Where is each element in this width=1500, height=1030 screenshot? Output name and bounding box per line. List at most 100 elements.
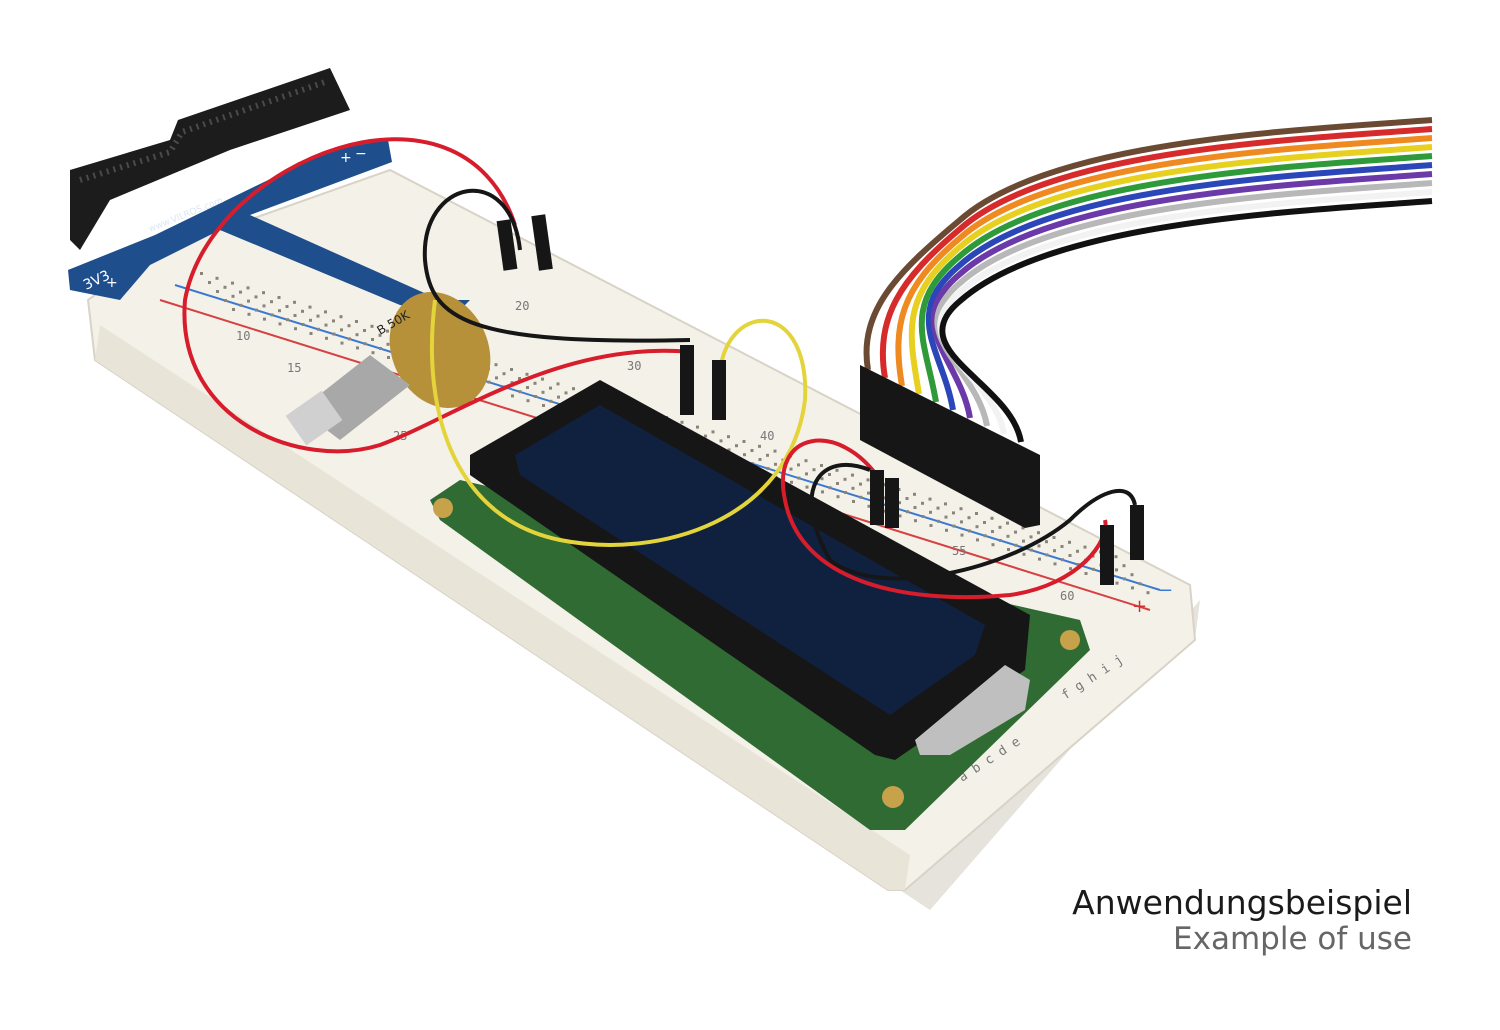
lcd-connector	[915, 665, 1030, 755]
breadboard-hole	[494, 363, 498, 367]
breadboard-hole	[983, 534, 987, 538]
breadboard-hole	[317, 327, 320, 331]
breadboard-hole	[223, 285, 227, 289]
breadboard-hole	[1076, 563, 1080, 566]
breadboard-hole	[1022, 539, 1025, 543]
breadboard-hole	[316, 314, 320, 318]
breadboard-hole	[1123, 577, 1126, 581]
breadboard-hole	[790, 480, 793, 484]
bb-num-15: 15	[287, 361, 301, 375]
breadboard-hole	[905, 497, 909, 500]
breadboard-hole	[944, 515, 948, 519]
breadboard-hole	[696, 425, 699, 429]
breadboard-hole	[216, 290, 219, 293]
breadboard-hole	[270, 313, 274, 317]
breadboard-hole	[363, 329, 366, 332]
breadboard-hole	[1083, 545, 1087, 549]
breadboard-hole	[232, 308, 235, 311]
breadboard-hole	[743, 453, 746, 457]
breadboard-hole	[371, 338, 374, 341]
breadboard-hole	[1068, 554, 1072, 557]
jumper-pin-8	[1130, 505, 1144, 560]
breadboard-hole	[1115, 568, 1118, 572]
breadboard-hole	[812, 468, 816, 472]
breadboard-hole	[1014, 530, 1017, 534]
ribbon-strand	[934, 180, 1433, 427]
bb-num-30: 30	[627, 359, 641, 373]
dupont-connector-block	[860, 365, 1040, 528]
breadboard-hole	[526, 399, 530, 403]
breadboard-hole	[1006, 521, 1009, 525]
breadboard-hole	[906, 510, 909, 514]
breadboard-hole	[371, 351, 375, 355]
breadboard-hole	[914, 519, 917, 523]
breadboard-hole	[1029, 535, 1033, 539]
breadboard-hole	[921, 501, 924, 505]
breadboard-hole	[215, 276, 219, 280]
breadboard-hole	[255, 308, 258, 312]
breadboard-hole	[309, 318, 312, 322]
ribbon-strand	[939, 198, 1433, 443]
breadboard-hole	[1007, 548, 1010, 551]
breadboard-hole	[789, 467, 793, 471]
ribbon-strand	[895, 135, 1433, 387]
breadboard-hole	[859, 482, 862, 486]
breadboard-hole	[1114, 555, 1118, 559]
breadboard-hole	[1045, 553, 1049, 557]
breadboard-hole	[1060, 545, 1064, 548]
breadboard-hole	[370, 324, 374, 328]
breadboard-hole	[835, 468, 839, 472]
breadboard-hole	[224, 299, 227, 302]
breadboard-hole	[867, 491, 870, 495]
breadboard-hole	[828, 473, 831, 476]
wire-black-right	[809, 463, 1137, 581]
breadboard-hole	[929, 524, 933, 527]
breadboard-hole	[557, 395, 560, 399]
breadboard-hole	[495, 376, 498, 380]
breadboard-hole	[549, 386, 552, 390]
breadboard-hole	[309, 332, 313, 335]
wire-red-loop	[182, 137, 691, 454]
breadboard-hole	[952, 511, 955, 515]
breadboard-hole	[533, 381, 537, 385]
breadboard-hole	[1092, 567, 1095, 571]
breadboard-hole	[246, 286, 250, 290]
breadboard-hole	[340, 328, 343, 332]
breadboard-hole	[727, 448, 731, 452]
breadboard-hole	[549, 399, 553, 403]
gpio-header	[70, 68, 350, 250]
breadboard-hole	[936, 506, 940, 510]
breadboard-hole	[928, 497, 932, 501]
breadboard-hole	[308, 305, 312, 309]
caption-german: Anwendungsbeispiel	[1072, 883, 1412, 922]
breadboard-hole	[859, 495, 863, 499]
breadboard-hole	[285, 305, 289, 308]
breadboard-hole	[727, 435, 730, 439]
breadboard-hole	[898, 514, 902, 518]
breadboard-hole	[960, 533, 964, 537]
ribbon-cable	[863, 117, 1433, 443]
breadboard-hole	[325, 336, 328, 340]
breadboard-hole	[945, 528, 948, 532]
breadboard-hole	[1021, 526, 1025, 530]
rail-plus-label: +	[1132, 596, 1147, 617]
breadboard-hole	[541, 377, 544, 381]
breadboard-hole	[983, 521, 986, 524]
breadboard-hole	[867, 504, 871, 508]
breadboard-hole	[564, 391, 568, 395]
jumper-pin-1	[496, 219, 518, 271]
gpio-header-pins	[79, 79, 326, 183]
lcd-mount-hole-2	[882, 786, 904, 808]
wire-yellow-loop	[430, 299, 808, 547]
breadboard-hole	[680, 420, 684, 424]
breadboard-hole	[1076, 549, 1079, 553]
breadboard-hole	[231, 281, 234, 285]
breadboard-hole	[301, 309, 304, 313]
breadboard-hole	[286, 318, 289, 322]
breadboard-hole	[797, 476, 801, 480]
jumper-pin-6	[885, 478, 899, 528]
breadboard-hole	[944, 502, 947, 506]
breadboard-hole	[1068, 540, 1071, 544]
breadboard-hole	[324, 323, 328, 327]
